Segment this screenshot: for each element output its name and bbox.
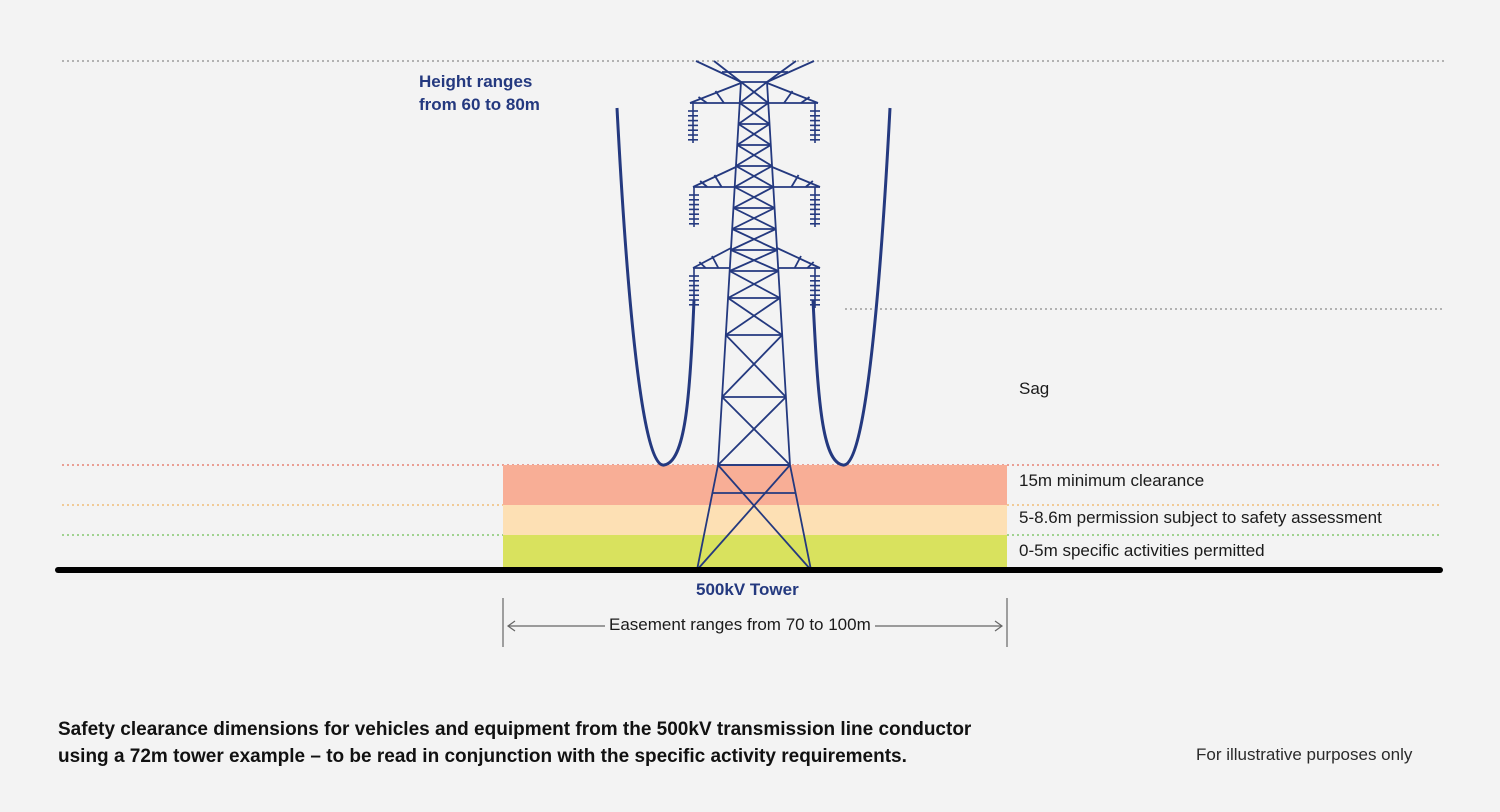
conductor-left	[615, 107, 696, 467]
sag-label: Sag	[1019, 379, 1050, 398]
easement-arrow-left-head	[506, 620, 516, 632]
zone-5-8-6m-label: 5-8.6m permission subject to safety asse…	[1019, 508, 1382, 527]
conductor-right	[811, 107, 892, 467]
height-range-label: Height ranges from 60 to 80m	[419, 72, 540, 114]
zone-0-5m-band	[503, 535, 1007, 570]
easement-label: Easement ranges from 70 to 100m	[605, 615, 875, 635]
insulators	[688, 103, 820, 308]
illustrative-note: For illustrative purposes only	[1196, 745, 1413, 764]
zone-5-8-6m-band	[503, 505, 1007, 535]
tower-label: 500kV Tower	[696, 580, 799, 599]
zone-15m-label: 15m minimum clearance	[1019, 471, 1205, 490]
zone-15m-band	[503, 465, 1007, 505]
caption-line-2: using a 72m tower example – to be read i…	[58, 746, 907, 767]
tower	[689, 60, 821, 571]
zone-0-5m-label: 0-5m specific activities permitted	[1019, 541, 1265, 560]
easement-arrow-right-head	[994, 620, 1004, 632]
caption-line-1: Safety clearance dimensions for vehicles…	[58, 719, 972, 740]
caption: Safety clearance dimensions for vehicles…	[58, 716, 971, 770]
